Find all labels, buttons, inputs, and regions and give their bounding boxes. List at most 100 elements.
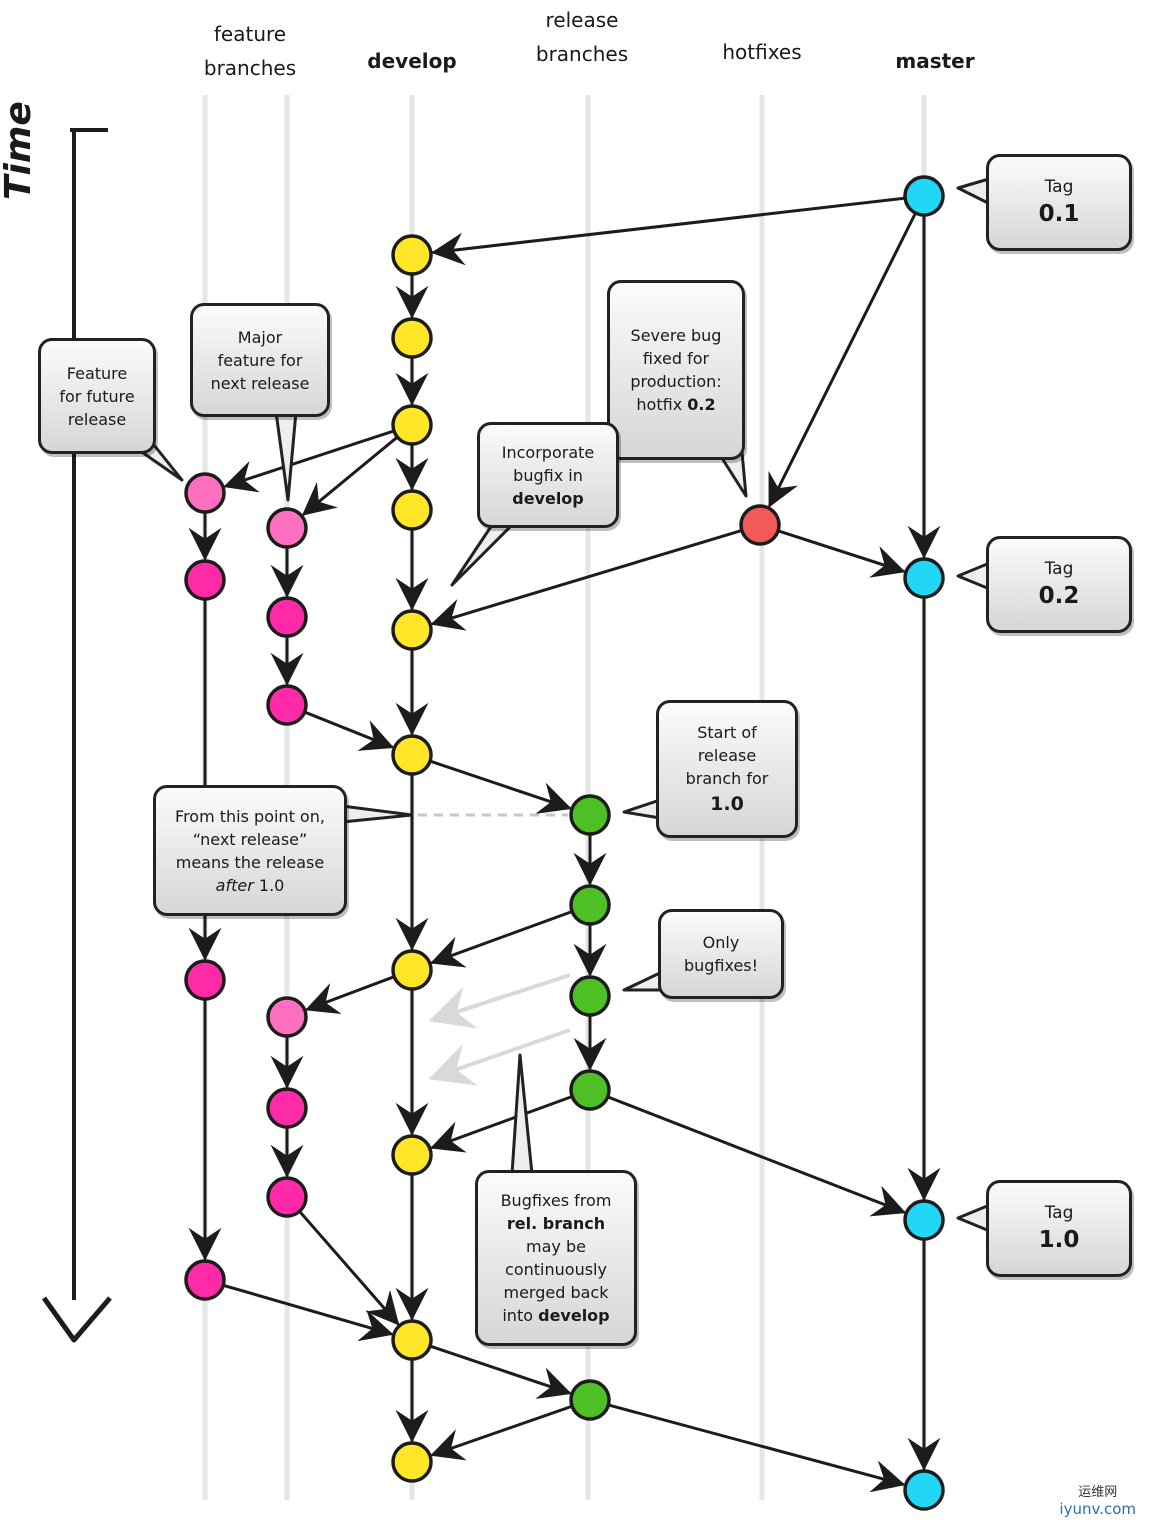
commit-develop-d7 <box>391 949 433 991</box>
commit-feature-fb2 <box>266 596 308 638</box>
callout-tag-0-1: Tag 0.1 <box>986 154 1132 251</box>
column-header-release-line1: release <box>545 8 619 32</box>
commit-edges <box>188 196 941 1493</box>
commit-master-m3 <box>903 1199 945 1241</box>
watermark-en: iyunv.com <box>1059 1500 1136 1518</box>
faint-merge-arrow <box>428 1028 571 1086</box>
callout-text: Only <box>702 933 740 952</box>
commit-feature-fb3 <box>266 684 308 726</box>
tail-start-release <box>622 798 662 820</box>
tag-version: 0.1 <box>1038 201 1080 227</box>
callout-text: Severe bug <box>630 326 722 345</box>
commit-develop-d9 <box>391 1319 433 1361</box>
faint-merge-arrow <box>428 973 571 1029</box>
time-axis-arrowhead <box>41 1296 112 1343</box>
commit-develop-d8 <box>391 1134 433 1176</box>
callout-bugfixes-from-release: Bugfixes from rel. branch may be continu… <box>475 1170 637 1346</box>
callout-text: Feature <box>66 363 128 383</box>
commit-develop-d1 <box>391 234 433 276</box>
callout-text: next release <box>210 373 310 393</box>
callout-text: Bugfixes from <box>500 1191 612 1210</box>
commit-develop-d3 <box>391 404 433 446</box>
edge-d3-fb1 <box>301 435 399 516</box>
commit-release-r4 <box>569 1069 611 1111</box>
callout-tag-0-2: Tag 0.2 <box>986 536 1132 633</box>
tail-from-point <box>340 804 414 824</box>
commit-release-r5 <box>569 1379 611 1421</box>
column-header-hotfixes: hotfixes <box>722 40 802 64</box>
edge-r2-d7 <box>430 910 574 968</box>
callout-text: “next release” <box>192 829 308 849</box>
column-header-feature: feature branches <box>180 17 320 85</box>
tag-label: Tag <box>1044 559 1074 579</box>
tag-version: 1.0 <box>1038 1227 1080 1253</box>
callout-text: rel. branch <box>506 1214 606 1233</box>
callout-text: after <box>215 875 254 895</box>
edge-d6-r1 <box>428 759 572 814</box>
edge-h1-m2 <box>776 529 906 578</box>
tail-only-bugfixes <box>622 970 664 992</box>
commit-feature-fa2 <box>184 559 226 601</box>
commit-hotfix-h1 <box>739 504 781 546</box>
edge-d9-r5 <box>428 1344 572 1399</box>
column-header-feature-line1: feature <box>213 22 287 46</box>
callout-text: feature for <box>217 350 303 370</box>
callout-major-feature: Major feature for next release <box>190 303 330 417</box>
callout-text: Incorporate <box>501 442 595 462</box>
commit-develop-d4 <box>391 489 433 531</box>
commit-master-m1 <box>903 175 945 217</box>
edge-r4-d8 <box>430 1095 574 1153</box>
callout-version: 1.0 <box>710 792 744 815</box>
callout-text: means the release <box>175 852 325 872</box>
tag-label: Tag <box>1044 1203 1074 1223</box>
callout-text: merged back <box>503 1283 609 1302</box>
commit-master-m4 <box>903 1469 945 1511</box>
edge-m1-d1 <box>431 196 907 266</box>
commit-feature-fa1 <box>184 472 226 514</box>
callout-text: hotfix <box>636 395 683 414</box>
callout-incorporate-bugfix: Incorporate bugfix in develop <box>477 422 619 528</box>
edge-fa4-d9 <box>221 1283 394 1342</box>
callout-text: From this point on, <box>175 806 325 826</box>
commit-feature-fa4 <box>184 1259 226 1301</box>
column-header-feature-line2: branches <box>203 56 297 80</box>
edge-d7-fb4 <box>305 975 396 1015</box>
callout-text: production: <box>630 372 722 391</box>
callout-text: Start of <box>697 722 757 742</box>
callout-version: 1.0 <box>258 875 285 895</box>
callout-branch-name: develop <box>512 488 584 508</box>
callout-text-line: after 1.0 <box>216 874 285 897</box>
column-header-release-line2: branches <box>535 42 629 66</box>
commit-feature-fa3 <box>184 959 226 1001</box>
column-header-master: master <box>895 49 975 73</box>
watermark: 运维网 iyunv.com <box>1059 1481 1136 1518</box>
callout-version: 0.2 <box>687 395 716 414</box>
commit-develop-d6 <box>391 734 433 776</box>
callout-text: Major <box>237 327 283 347</box>
callout-text: bugfix in <box>513 465 583 485</box>
tag-version: 0.2 <box>1038 583 1080 609</box>
commit-release-r2 <box>569 884 611 926</box>
edge-m1-h1 <box>768 211 918 508</box>
callout-text: fixed for <box>642 349 710 368</box>
edge-d3-fa1 <box>223 429 396 493</box>
tail-major-feature <box>274 410 298 502</box>
tail-incorporate <box>450 523 514 587</box>
commit-develop-d2 <box>391 317 433 359</box>
commit-nodes <box>184 175 945 1511</box>
callout-feature-for-future-release: Feature for future release <box>38 338 156 454</box>
commit-release-r1 <box>569 794 611 836</box>
tag-label: Tag <box>1044 177 1074 197</box>
edge-r5-m4 <box>606 1403 906 1493</box>
edge-fb6-d9 <box>298 1209 400 1326</box>
callout-text: release <box>67 409 127 429</box>
edge-h1-d5 <box>430 528 744 631</box>
callout-text: release <box>697 745 757 765</box>
commit-master-m2 <box>903 557 945 599</box>
commit-develop-d5 <box>391 609 433 651</box>
callout-tag-1-0: Tag 1.0 <box>986 1180 1132 1277</box>
callout-text-line: into develop <box>502 1304 609 1327</box>
edge-fb3-d6 <box>303 710 395 751</box>
callout-text: may be <box>526 1237 586 1256</box>
